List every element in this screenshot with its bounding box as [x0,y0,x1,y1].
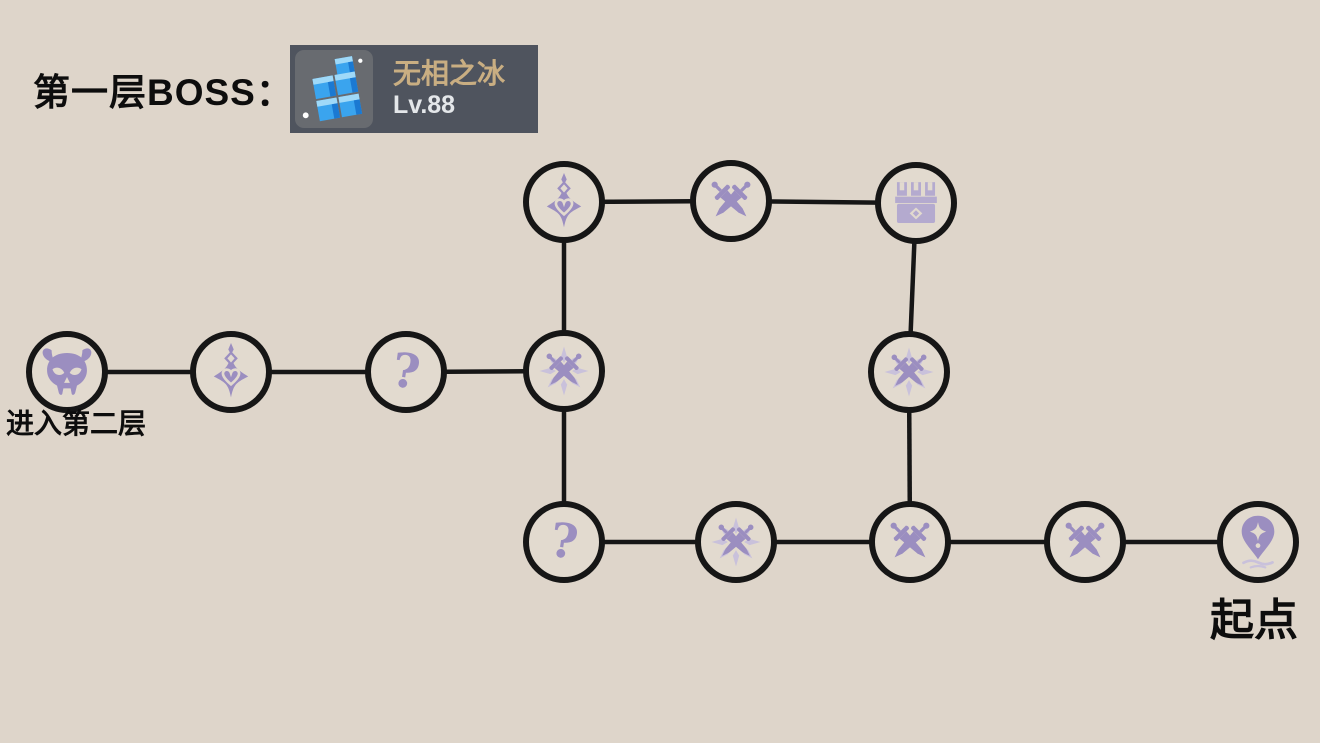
combat-swords-icon [702,172,760,230]
node-elite-combat-1 [523,330,605,412]
node-start [1217,501,1299,583]
combat-swords-icon [881,513,939,571]
boss-skull-icon [42,348,92,395]
treasure-chest-icon [895,182,937,223]
page-title: 第一层BOSS： [33,72,294,113]
node-combat-1 [690,160,772,242]
elite-combat-swords-icon [711,517,761,567]
node-boss [26,331,108,413]
start-pin-icon [1241,515,1275,569]
question-mark-icon: ? [389,343,424,401]
node-elite-combat-3 [695,501,777,583]
boss-info: 无相之冰 Lv.88 [393,58,505,120]
blessing-heart-icon [213,343,249,398]
node-elite-combat-2 [868,331,950,413]
svg-text:?: ? [547,513,582,571]
elite-combat-swords-icon [539,346,589,396]
node-treasure [875,162,957,244]
blessing-heart-icon [546,173,582,228]
node-mystery-2: ? [523,501,605,583]
combat-swords-icon [1056,513,1114,571]
label-enter-second-floor: 进入第二层 [6,408,147,439]
boss-card: 无相之冰 Lv.88 [290,45,538,133]
boss-portrait [295,50,373,128]
node-combat-2 [869,501,951,583]
question-mark-icon: ? [547,513,582,571]
label-start-point: 起点 [1210,596,1298,645]
boss-level: Lv.88 [393,91,456,120]
svg-text:?: ? [389,343,424,401]
boss-name: 无相之冰 [393,58,506,90]
node-mystery-1: ? [365,331,447,413]
elite-combat-swords-icon [884,347,934,397]
node-combat-3 [1044,501,1126,583]
node-blessing-1 [190,331,272,413]
node-blessing-2 [523,161,605,243]
ice-hypostasis-icon [302,56,363,122]
